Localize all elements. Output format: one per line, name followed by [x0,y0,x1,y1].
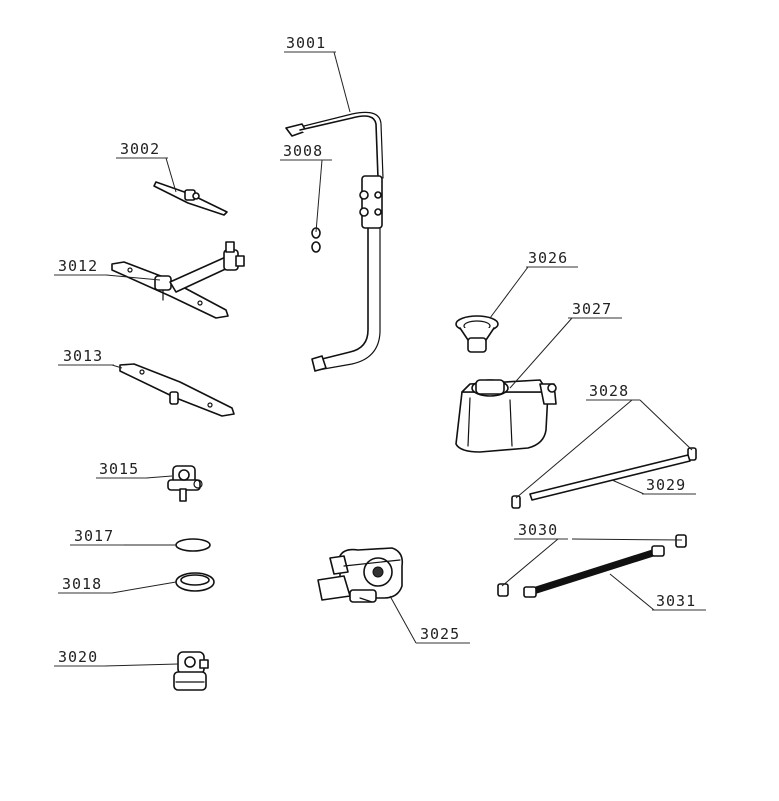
svg-text:3027: 3027 [572,300,612,318]
hose-clamp-top-drawing [511,447,697,509]
funnel-cap-drawing [455,315,499,353]
hose-clamp-bottom-drawing [497,534,687,597]
leader-lines [103,51,693,667]
svg-text:3026: 3026 [528,249,568,267]
thin-pipe-drawing [529,454,691,501]
label-3012: 3012 [54,257,108,276]
svg-text:3028: 3028 [589,382,629,400]
label-3002: 3002 [116,140,168,159]
label-3027: 3027 [568,300,622,319]
svg-text:3017: 3017 [74,527,114,545]
label-3015: 3015 [96,460,148,479]
svg-text:3030: 3030 [518,521,558,539]
lower-spray-arm-drawing [119,363,235,417]
svg-text:3015: 3015 [99,460,139,478]
svg-text:3012: 3012 [58,257,98,275]
label-3030: 3030 [514,521,568,540]
label-3017: 3017 [70,527,124,546]
upper-spray-arm-drawing [111,241,245,319]
svg-text:3025: 3025 [420,625,460,643]
label-3008: 3008 [280,142,332,161]
svg-text:3001: 3001 [286,34,326,52]
spray-arm-bearing-drawing [167,465,203,502]
salt-container-drawing [455,379,557,453]
label-3028: 3028 [586,382,640,401]
circulation-pump-drawing [317,547,404,603]
label-3026: 3026 [526,249,578,268]
svg-text:3002: 3002 [120,140,160,158]
svg-text:3029: 3029 [646,476,686,494]
svg-text:3020: 3020 [58,648,98,666]
part-labels: 3001 3002 3008 3012 3013 3015 3017 3018 [54,34,706,667]
label-3018: 3018 [58,575,112,594]
spray-arm-supply-pipe-drawing [285,111,384,372]
label-3025: 3025 [416,625,470,644]
valve-body-drawing [173,651,209,691]
label-3020: 3020 [54,648,106,667]
label-3031: 3031 [652,592,706,611]
corrugated-hose-drawing [523,545,665,598]
o-rings-drawing [311,227,321,253]
svg-text:3008: 3008 [283,142,323,160]
svg-text:3018: 3018 [62,575,102,593]
svg-text:3031: 3031 [656,592,696,610]
label-3001: 3001 [284,34,336,53]
top-spray-arm-drawing [153,181,228,216]
svg-text:3013: 3013 [63,347,103,365]
seal-ring-drawing [175,572,215,592]
label-3029: 3029 [642,476,696,495]
gasket-ring-drawing [175,538,211,552]
label-3013: 3013 [58,347,114,366]
